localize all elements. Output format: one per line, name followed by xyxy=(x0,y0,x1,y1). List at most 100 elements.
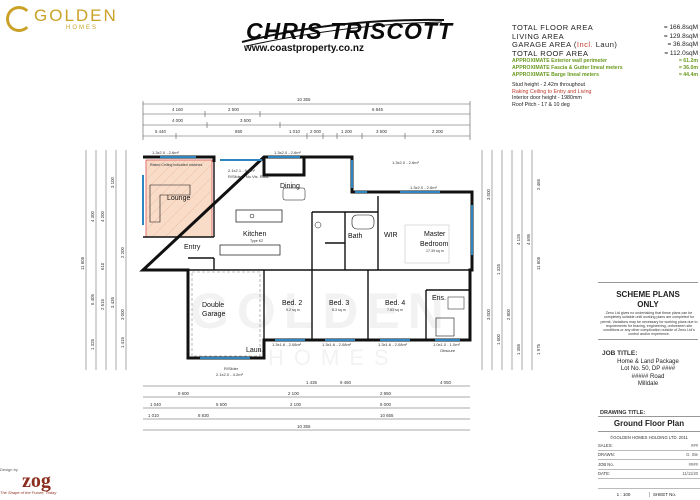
window-label: 1.3x1.6 - 2.08m² xyxy=(272,342,302,347)
bed3-area: 8.3 sq m xyxy=(332,308,346,312)
dim-bottom: 5 000 xyxy=(380,402,392,407)
dim-right: 1 975 xyxy=(536,343,541,355)
copyright: ©GOLDEN HOMES HOLDING LTD. 2011 xyxy=(610,435,688,440)
dim-left: 4 300 xyxy=(90,210,95,222)
dim-top: 2 000 xyxy=(310,129,322,134)
dim-bottom: 4 050 xyxy=(440,380,452,385)
dim-bottom: 2 950 xyxy=(380,391,392,396)
drawing-title-label: DRAWING TITLE: xyxy=(600,410,646,416)
window-label: 1.0x1.0 - 1.0m² xyxy=(433,342,461,347)
bath-tub xyxy=(351,214,375,230)
window-label: 1.3x2.0 - 2.6m² xyxy=(392,160,420,165)
dim-left: 6 405 xyxy=(90,293,95,305)
area-row: TOTAL FLOOR AREA= 166.8sqM xyxy=(512,23,698,32)
job-title-label: JOB TITLE: xyxy=(602,350,638,357)
scheme-disclaimer: Zeno Ltd gives no undertaking that these… xyxy=(600,311,698,337)
dim-top: 1 200 xyxy=(341,129,353,134)
perimeter-row: APPROXIMATE Exterior wall perimeter= 61.… xyxy=(512,58,698,65)
dim-right: 1 355 xyxy=(516,343,521,355)
kitchen-bench xyxy=(219,244,281,256)
raked-label: Raked Ceiling indicated matches xyxy=(150,163,203,167)
dim-left: 3 100 xyxy=(110,176,115,188)
window-label: Obscure xyxy=(440,348,456,353)
window-label: R/Slider - No Vis. Rails xyxy=(228,174,269,179)
dim-right: 2 800 xyxy=(506,308,511,320)
room-lounge: Lounge xyxy=(167,195,190,202)
room-master: Master xyxy=(424,231,446,238)
sheet-number: SHEET No. xyxy=(649,492,700,497)
dim-right: 1 325 xyxy=(496,263,501,275)
window-label: 2.1x2.0 - 4.2m² xyxy=(216,372,244,377)
watermark-golden: GOLDEN xyxy=(190,283,452,339)
raked-ceiling-zone xyxy=(145,159,213,238)
dining-table xyxy=(282,187,306,201)
window-marks xyxy=(142,156,473,359)
dim-right: 1 600 xyxy=(496,333,501,345)
dim-top: 6 845 xyxy=(372,107,384,112)
dim-top: 2 500 xyxy=(228,107,240,112)
design-by-label: Design by xyxy=(0,467,18,472)
zog-logo: zog xyxy=(22,470,51,492)
area-row: GARAGE AREA (Incl. Laun)= 36.8sqM xyxy=(512,40,698,50)
dim-top: 850 xyxy=(235,129,243,134)
ensuite-vanity xyxy=(447,296,465,310)
dim-top: 1 010 xyxy=(289,129,301,134)
dim-left: 3 000 xyxy=(120,308,125,320)
room-master-bedroom: Bedroom xyxy=(420,241,449,248)
dim-right: 4 695 xyxy=(526,233,531,245)
dim-right: 11 605 xyxy=(536,256,541,270)
area-row: LIVING AREA= 129.8sqM xyxy=(512,31,698,41)
dim-right: 2 465 xyxy=(536,178,541,190)
room-ensuite: Ens. xyxy=(432,295,446,302)
area-row: TOTAL ROOF AREA= 112.0sqM xyxy=(512,48,698,58)
title-block-row: JOB No.#### xyxy=(598,460,700,470)
dim-bottom: 2 100 xyxy=(288,391,300,396)
zog-tagline: The Shape of the Future, Today xyxy=(0,490,57,495)
room-garage: Garage xyxy=(202,311,225,318)
room-double: Double xyxy=(202,302,224,309)
room-bed3: Bed. 3 xyxy=(329,300,349,307)
dim-bottom: 1 435 xyxy=(306,380,318,385)
kitchen-island xyxy=(235,209,283,223)
title-block-row: DRAWN:G. Ste xyxy=(598,451,700,460)
door-note: Interior door height - 1980mm xyxy=(512,95,582,102)
brand-sub: HOMES xyxy=(66,25,99,31)
pitch-note: Roof Pitch - 17 & 10 deg xyxy=(512,102,570,109)
dim-right: 4 125 xyxy=(516,233,521,245)
left-dimension-lines xyxy=(85,150,127,370)
dim-bottom: 9 600 xyxy=(178,391,190,396)
dim-left: 3 435 xyxy=(110,296,115,308)
bed4-area: 7.83 sq m xyxy=(387,308,403,312)
window-label: 2.1x2.1 - 9.6m² xyxy=(228,168,256,173)
dim-bottom: 10 655 xyxy=(380,413,394,418)
room-bed2: Bed. 2 xyxy=(282,300,302,307)
drawing-title-box xyxy=(598,416,700,432)
room-wir: WIR xyxy=(384,232,398,239)
brand-name: GOLDEN xyxy=(34,6,118,25)
dim-bottom: 9 460 xyxy=(340,380,352,385)
title-block-row: DATE:11/11/20 xyxy=(598,470,700,479)
dim-top: 4 000 xyxy=(172,118,184,123)
dim-bottom: 2 100 xyxy=(290,402,302,407)
agent-url[interactable]: www.coastproperty.co.nz xyxy=(244,43,365,54)
dim-left: 2 515 xyxy=(100,298,105,310)
dim-top: 3 500 xyxy=(240,118,252,123)
dim-left: 2 200 xyxy=(120,246,125,258)
window-label: R/Slider xyxy=(224,366,239,371)
barge-row: APPROXIMATE Barge lineal meters= 44.4m xyxy=(512,71,698,78)
dim-top: 2 200 xyxy=(432,129,444,134)
dim-left: 4 200 xyxy=(100,210,105,222)
room-bath: Bath xyxy=(348,233,363,240)
scheme-title: SCHEME PLANS ONLY xyxy=(616,290,680,309)
area-summary: TOTAL FLOOR AREA= 166.8sqM LIVING AREA= … xyxy=(512,23,698,109)
dim-bottom: 1 040 xyxy=(150,402,162,407)
agent-name: CHRIS TRISCOTT xyxy=(246,18,453,44)
window-label: 1.3x2.0 - 2.6m² xyxy=(274,150,302,155)
dim-top: 3 500 xyxy=(376,129,388,134)
drawing-title: Ground Floor Plan xyxy=(613,419,685,428)
master-area: 17.39 sq m xyxy=(426,249,444,253)
right-dimension-lines xyxy=(481,150,533,370)
interior-walls xyxy=(143,157,470,340)
window-label: 1.3x1.6 - 2.08m² xyxy=(378,342,408,347)
